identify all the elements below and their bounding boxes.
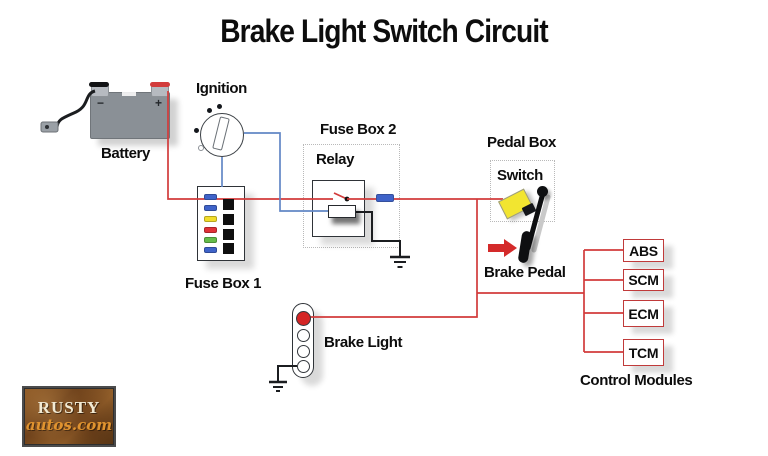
ignition-detent-dot [194,128,199,133]
brake-light-ground-wire [277,365,297,381]
fuse-box-2-outline [303,144,400,248]
module-box-scm: SCM [623,269,664,291]
battery-negative-clamp [89,82,109,87]
relay-coil [328,205,356,218]
red-wire-battery-feed [167,91,333,200]
module-box-tcm: TCM [623,339,664,366]
module-box-ecm: ECM [623,300,664,327]
fuse-slot [223,199,234,210]
fuse-slot [223,243,234,254]
ignition-label: Ignition [196,80,247,97]
logo-autos-text: autos.com [25,416,113,434]
battery-label: Battery [101,145,150,162]
chassis-connector [40,121,59,133]
press-direction-arrow-icon [488,239,517,257]
ignition-off-dot [198,145,204,151]
pedal-box-label: Pedal Box [487,134,556,151]
battery-positive-clamp [150,82,170,87]
pedal-pivot-ball [537,186,548,197]
brake-lamp-off [297,329,310,342]
fuse [204,237,217,243]
fuse [204,205,217,211]
battery-minus-sign: − [97,96,105,110]
chassis-connector-stud [45,125,49,129]
fuse [204,247,217,253]
fuse-slot [223,214,234,225]
fuse-slot [223,229,234,240]
blue-wire-ignition-to-relay-coil [244,132,329,212]
brake-lamp-on [296,311,311,326]
rustyautos-logo: RUSTY autos.com [22,386,116,447]
brake-light-label: Brake Light [324,334,403,351]
battery-body [90,92,170,139]
relay-ground-wire [356,211,401,256]
logo-rusty-text: RUSTY [37,398,101,417]
battery-ground-wire [55,89,96,128]
page-title: Brake Light Switch Circuit [220,13,548,49]
battery-plus-sign: + [155,96,163,110]
ground-icon [269,380,287,392]
ignition-detent-dot [217,104,222,109]
fuse [204,227,217,233]
control-modules-label: Control Modules [580,372,693,389]
relay-label: Relay [316,151,355,168]
fuse [204,216,217,222]
battery-notch [122,92,136,96]
brake-pedal-label: Brake Pedal [484,264,566,281]
fuse-box-1-label: Fuse Box 1 [185,275,262,292]
ignition-detent-dot [207,108,212,113]
pedal-box-outline [490,160,555,222]
brake-lamp-off [297,360,310,373]
ground-icon [390,255,410,268]
brake-lamp-off [297,345,310,358]
switch-label: Switch [497,167,543,184]
pedal-arm-shadow [531,194,551,253]
inline-fuse [376,194,394,202]
fuse [204,194,217,200]
module-box-abs: ABS [623,239,664,262]
fuse-box-1-contents [197,186,245,261]
fuse-box-2-label: Fuse Box 2 [320,121,397,138]
red-wire-to-brake-light [307,199,478,318]
